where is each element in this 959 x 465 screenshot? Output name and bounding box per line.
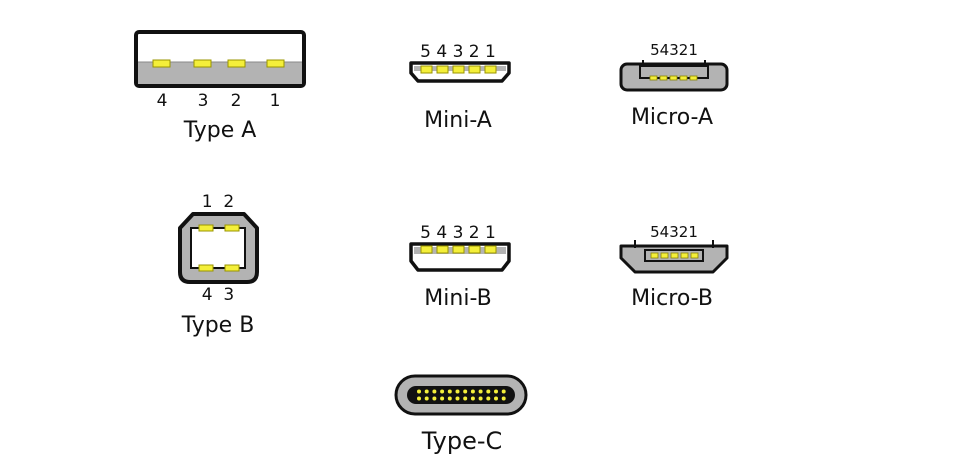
type-c-pin [478,389,483,394]
type-a-caption: Type A [183,118,257,143]
type-c-pin [417,389,421,394]
micro-a-pin-labels: 54321 [650,41,698,59]
type-c-pin [501,389,506,394]
type-c-pin [432,389,437,394]
type-c-pin [417,396,421,401]
type-a-pin-label-3: 3 [198,91,209,111]
type-b-pin-labels-bottom: 4 3 [202,285,234,305]
type-a-pin-4 [152,59,171,68]
type-c-pin [463,389,468,394]
micro-b-pins [650,252,699,259]
micro-a-pins [649,75,698,81]
type-c-pin [470,396,475,401]
type-c-pin [486,396,491,401]
type-c-pin [447,389,452,394]
type-c-caption: Type-C [421,427,503,455]
type-c-pin [486,389,491,394]
type-c-pin [494,396,498,401]
mini-b-connector: 5 4 3 2 1 Mini-B [409,223,511,311]
type-c-pin [440,396,445,401]
micro-b-connector: 54321 Micro-B [619,223,729,311]
mini-b-caption: Mini-B [424,286,491,311]
micro-a-connector: 54321 Micro-A [619,41,729,130]
type-c-pin [470,389,475,394]
type-c-pins [417,389,506,401]
type-c-pin [501,396,506,401]
type-a-pin-label-2: 2 [231,91,242,111]
type-a-pin-label-4: 4 [157,91,168,111]
type-b-caption: Type B [181,313,255,338]
micro-b-caption: Micro-B [631,286,713,311]
type-c-pin [478,396,483,401]
type-c-pin [447,396,452,401]
type-c-pin [424,389,429,394]
type-c-pin [440,389,445,394]
type-a-pin-1 [266,59,285,68]
mini-a-pin-labels: 5 4 3 2 1 [420,42,496,62]
type-c-pin [455,389,460,394]
micro-a-caption: Micro-A [631,105,713,130]
micro-b-pin-labels: 54321 [650,223,698,241]
type-c-pin [455,396,460,401]
mini-b-pins [420,245,497,254]
type-c-pin [424,396,429,401]
type-c-pin [494,389,498,394]
type-c-connector: Type-C [394,374,528,455]
type-c-pin [432,396,437,401]
mini-a-pins [420,65,497,74]
type-a-pin-3 [193,59,212,68]
type-b-connector: 1 2 4 3 Type B [178,192,259,338]
mini-b-pin-labels: 5 4 3 2 1 [420,223,496,243]
type-a-connector: 4 3 2 1 Type A [134,30,306,143]
type-a-tongue [138,62,302,84]
type-c-tongue [407,386,515,404]
type-a-pin-label-1: 1 [270,91,281,111]
mini-a-connector: 5 4 3 2 1 Mini-A [409,42,511,133]
mini-a-caption: Mini-A [424,108,492,133]
type-a-pin-2 [227,59,246,68]
type-b-tongue [190,227,246,269]
type-c-pin [463,396,468,401]
type-b-pin-labels-top: 1 2 [202,192,234,212]
